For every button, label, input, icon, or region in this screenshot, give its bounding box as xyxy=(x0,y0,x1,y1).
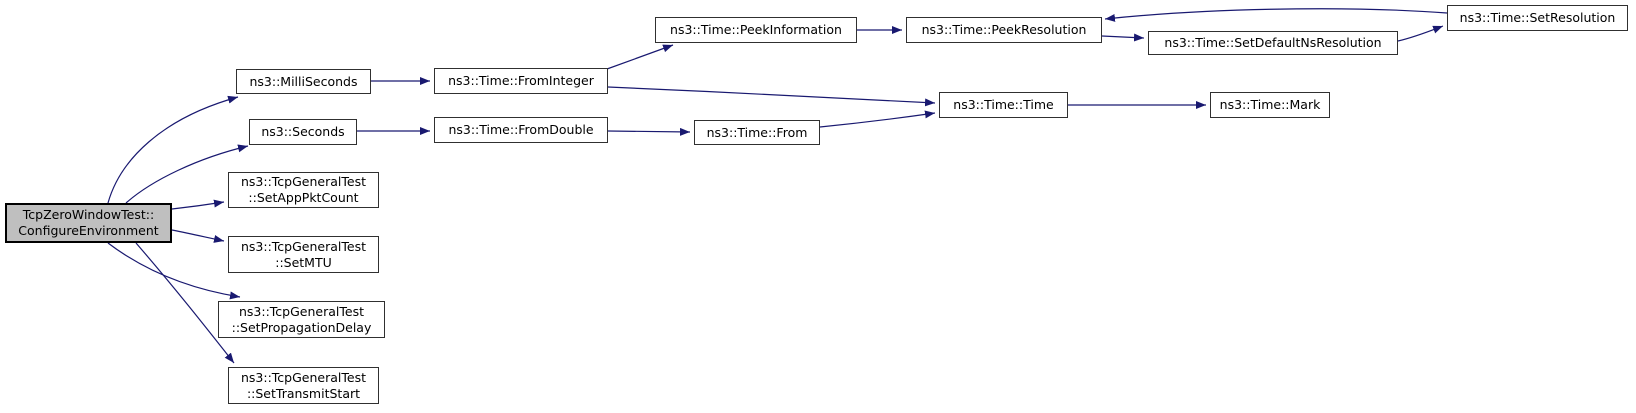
node-label: ::SetPropagationDelay xyxy=(231,319,372,335)
node-set-resolution[interactable]: ns3::Time::SetResolution xyxy=(1447,5,1628,31)
edge-configure-environment-to-seconds xyxy=(125,144,249,204)
node-label: ns3::MilliSeconds xyxy=(249,73,358,89)
node-label: ::SetAppPktCount xyxy=(248,190,359,205)
node-label: ns3::TcpGeneralTest xyxy=(240,238,366,254)
node-label: ConfigureEnvironment xyxy=(18,223,159,238)
node-label: ns3::Time::FromDouble xyxy=(448,122,594,137)
node-time-mark[interactable]: ns3::Time::Mark xyxy=(1210,92,1330,118)
node-label: ns3::Seconds xyxy=(261,124,345,139)
node-set-transmit-start[interactable]: ns3::TcpGeneralTest ::SetTransmitStart xyxy=(228,367,379,404)
node-peek-information[interactable]: ns3::Time::PeekInformation xyxy=(655,17,857,43)
node-label: ::SetTransmitStart xyxy=(246,385,361,401)
node-label: ns3::Time::PeekResolution xyxy=(921,22,1087,37)
node-peek-resolution[interactable]: ns3::Time::PeekResolution xyxy=(906,17,1102,43)
node-set-default-ns-resolution[interactable]: ns3::Time::SetDefaultNsResolution xyxy=(1148,31,1398,55)
node-time-from[interactable]: ns3::Time::From xyxy=(694,120,820,145)
edge-time-from-to-time-time xyxy=(819,110,936,128)
edge-peek-resolution-to-set-default-ns-resolution xyxy=(1101,33,1145,42)
edge-from-double-to-time-from xyxy=(607,127,691,136)
node-set-app-pkt-count[interactable]: ns3::TcpGeneralTest ::SetAppPktCount xyxy=(228,172,379,208)
node-label: ns3::TcpGeneralTest xyxy=(238,303,364,319)
node-milliseconds[interactable]: ns3::MilliSeconds xyxy=(236,69,371,94)
edge-configure-environment-to-set-transmit-start xyxy=(135,242,235,364)
node-set-mtu[interactable]: ns3::TcpGeneralTest ::SetMTU xyxy=(228,236,379,273)
node-label: TcpZeroWindowTest:: xyxy=(22,207,155,222)
node-label: ns3::TcpGeneralTest xyxy=(240,174,366,189)
edge-from-integer-to-peek-information xyxy=(606,44,674,70)
node-label: ns3::TcpGeneralTest xyxy=(240,369,366,385)
edge-configure-environment-to-set-propagation-delay xyxy=(107,242,241,300)
edge-configure-environment-to-milliseconds xyxy=(107,95,239,204)
edge-set-resolution-to-peek-resolution xyxy=(1104,8,1448,22)
node-label: ns3::Time::SetResolution xyxy=(1459,10,1616,25)
edge-configure-environment-to-set-mtu xyxy=(171,229,225,243)
node-from-integer[interactable]: ns3::Time::FromInteger xyxy=(434,68,608,94)
edge-set-default-ns-resolution-to-set-resolution xyxy=(1397,25,1444,42)
node-label: ns3::Time::FromInteger xyxy=(448,73,594,88)
node-label: ns3::Time::Mark xyxy=(1219,97,1321,112)
node-label: ns3::Time::Time xyxy=(953,97,1054,112)
edge-configure-environment-to-set-app-pkt-count xyxy=(171,199,225,210)
node-from-double[interactable]: ns3::Time::FromDouble xyxy=(434,117,608,143)
node-label: ns3::Time::From xyxy=(706,124,808,140)
node-configure-environment: TcpZeroWindowTest:: ConfigureEnvironment xyxy=(5,203,172,243)
node-set-propagation-delay[interactable]: ns3::TcpGeneralTest ::SetPropagationDela… xyxy=(218,301,385,338)
node-label: ns3::Time::SetDefaultNsResolution xyxy=(1164,35,1382,50)
node-time-time[interactable]: ns3::Time::Time xyxy=(939,92,1068,118)
edge-from-integer-to-time-time xyxy=(607,86,936,107)
node-label: ::SetMTU xyxy=(275,254,332,270)
node-label: ns3::Time::PeekInformation xyxy=(670,22,842,37)
node-seconds[interactable]: ns3::Seconds xyxy=(249,119,357,145)
